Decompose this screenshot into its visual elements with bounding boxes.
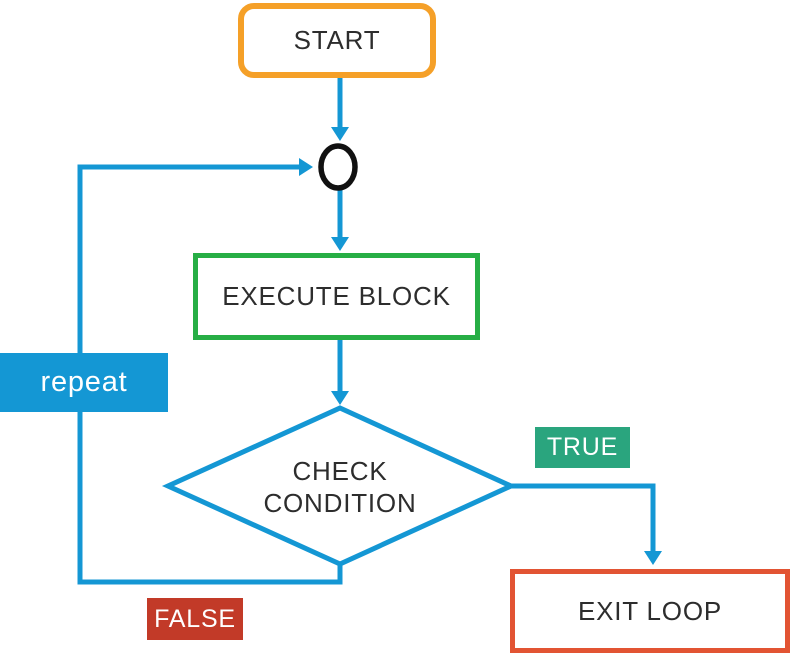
true-edge-label: TRUE: [535, 427, 630, 468]
check-condition-label: CHECK CONDITION: [240, 445, 440, 529]
arrowhead-down-icon: [331, 237, 349, 251]
exit-loop-node: EXIT LOOP: [510, 569, 790, 653]
arrowhead-down-icon: [644, 551, 662, 565]
check-condition-line1: CHECK: [292, 456, 388, 486]
arrowhead-down-icon: [331, 391, 349, 405]
check-condition-line2: CONDITION: [263, 488, 417, 518]
edge-false-loop-back: [77, 164, 343, 585]
edge-true-to-exit: [511, 483, 656, 554]
check-condition-diamond: [161, 405, 518, 567]
exit-loop-label: EXIT LOOP: [578, 595, 722, 626]
arrowhead-right-icon: [299, 158, 313, 176]
start-node: START: [238, 3, 436, 78]
repeat-edge-label: repeat: [0, 353, 168, 412]
false-edge-label: FALSE: [147, 598, 243, 640]
start-node-label: START: [293, 25, 381, 55]
false-edge-label-text: FALSE: [154, 604, 236, 633]
execute-block-node: EXECUTE BLOCK: [193, 253, 480, 340]
junction-circle: [318, 143, 358, 191]
arrowhead-down-icon: [331, 127, 349, 141]
true-edge-label-text: TRUE: [546, 433, 619, 461]
repeat-edge-label-text: repeat: [40, 366, 128, 398]
execute-block-label: EXECUTE BLOCK: [222, 281, 451, 311]
